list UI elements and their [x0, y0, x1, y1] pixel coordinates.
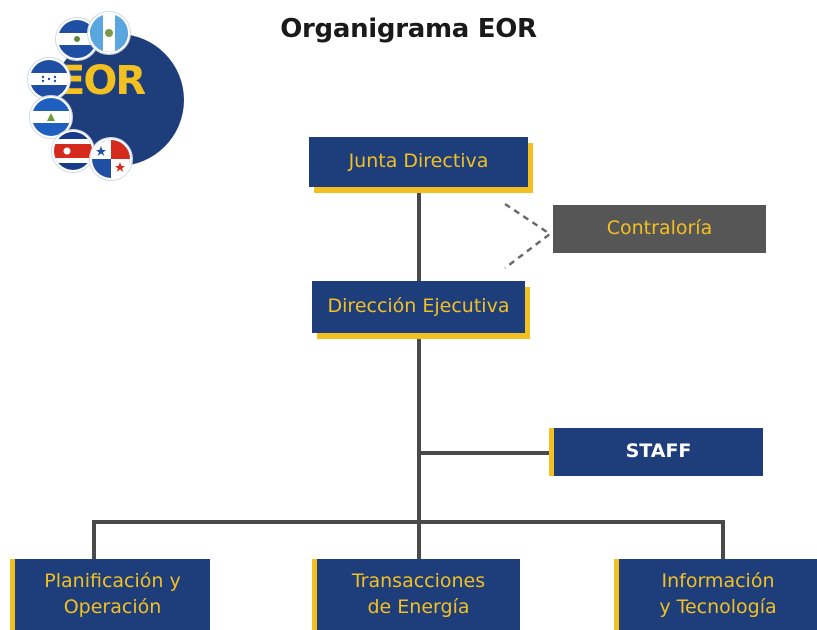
- node-planificacion-label-line1: Planificación y: [44, 569, 181, 592]
- guatemala-flag-icon: [88, 12, 130, 54]
- node-contraloria: Contraloría: [553, 205, 766, 253]
- node-transacciones-label-line2: de Energía: [367, 595, 470, 618]
- node-direccion-ejecutiva: Dirección Ejecutiva: [312, 281, 525, 333]
- node-direccion-ejecutiva-label: Dirección Ejecutiva: [327, 295, 510, 318]
- el-salvador-flag-icon: [56, 18, 98, 60]
- node-informacion-label-line2: y Tecnología: [659, 595, 777, 618]
- contraloria-dashed-link: [504, 202, 553, 269]
- node-informacion-label-line1: Información: [661, 569, 775, 592]
- honduras-flag-icon: [28, 58, 70, 100]
- node-staff: STAFF: [549, 428, 763, 476]
- eor-logo: EOR: [22, 12, 184, 180]
- node-contraloria-label: Contraloría: [606, 217, 713, 240]
- node-informacion-tecnologia: Información y Tecnología: [614, 559, 817, 630]
- node-transacciones-label-line1: Transacciones: [351, 569, 486, 592]
- node-junta-directiva: Junta Directiva: [309, 137, 528, 187]
- page-title: Organigrama EOR: [280, 14, 537, 44]
- node-transacciones-energia: Transacciones de Energía: [312, 559, 520, 630]
- node-planificacion-label-line2: Operación: [63, 595, 162, 618]
- node-junta-directiva-label: Junta Directiva: [348, 150, 489, 173]
- logo-text: EOR: [58, 58, 146, 104]
- panama-flag-icon: [90, 138, 132, 180]
- node-planificacion-operacion: Planificación y Operación: [10, 559, 210, 630]
- node-staff-label: STAFF: [625, 440, 692, 463]
